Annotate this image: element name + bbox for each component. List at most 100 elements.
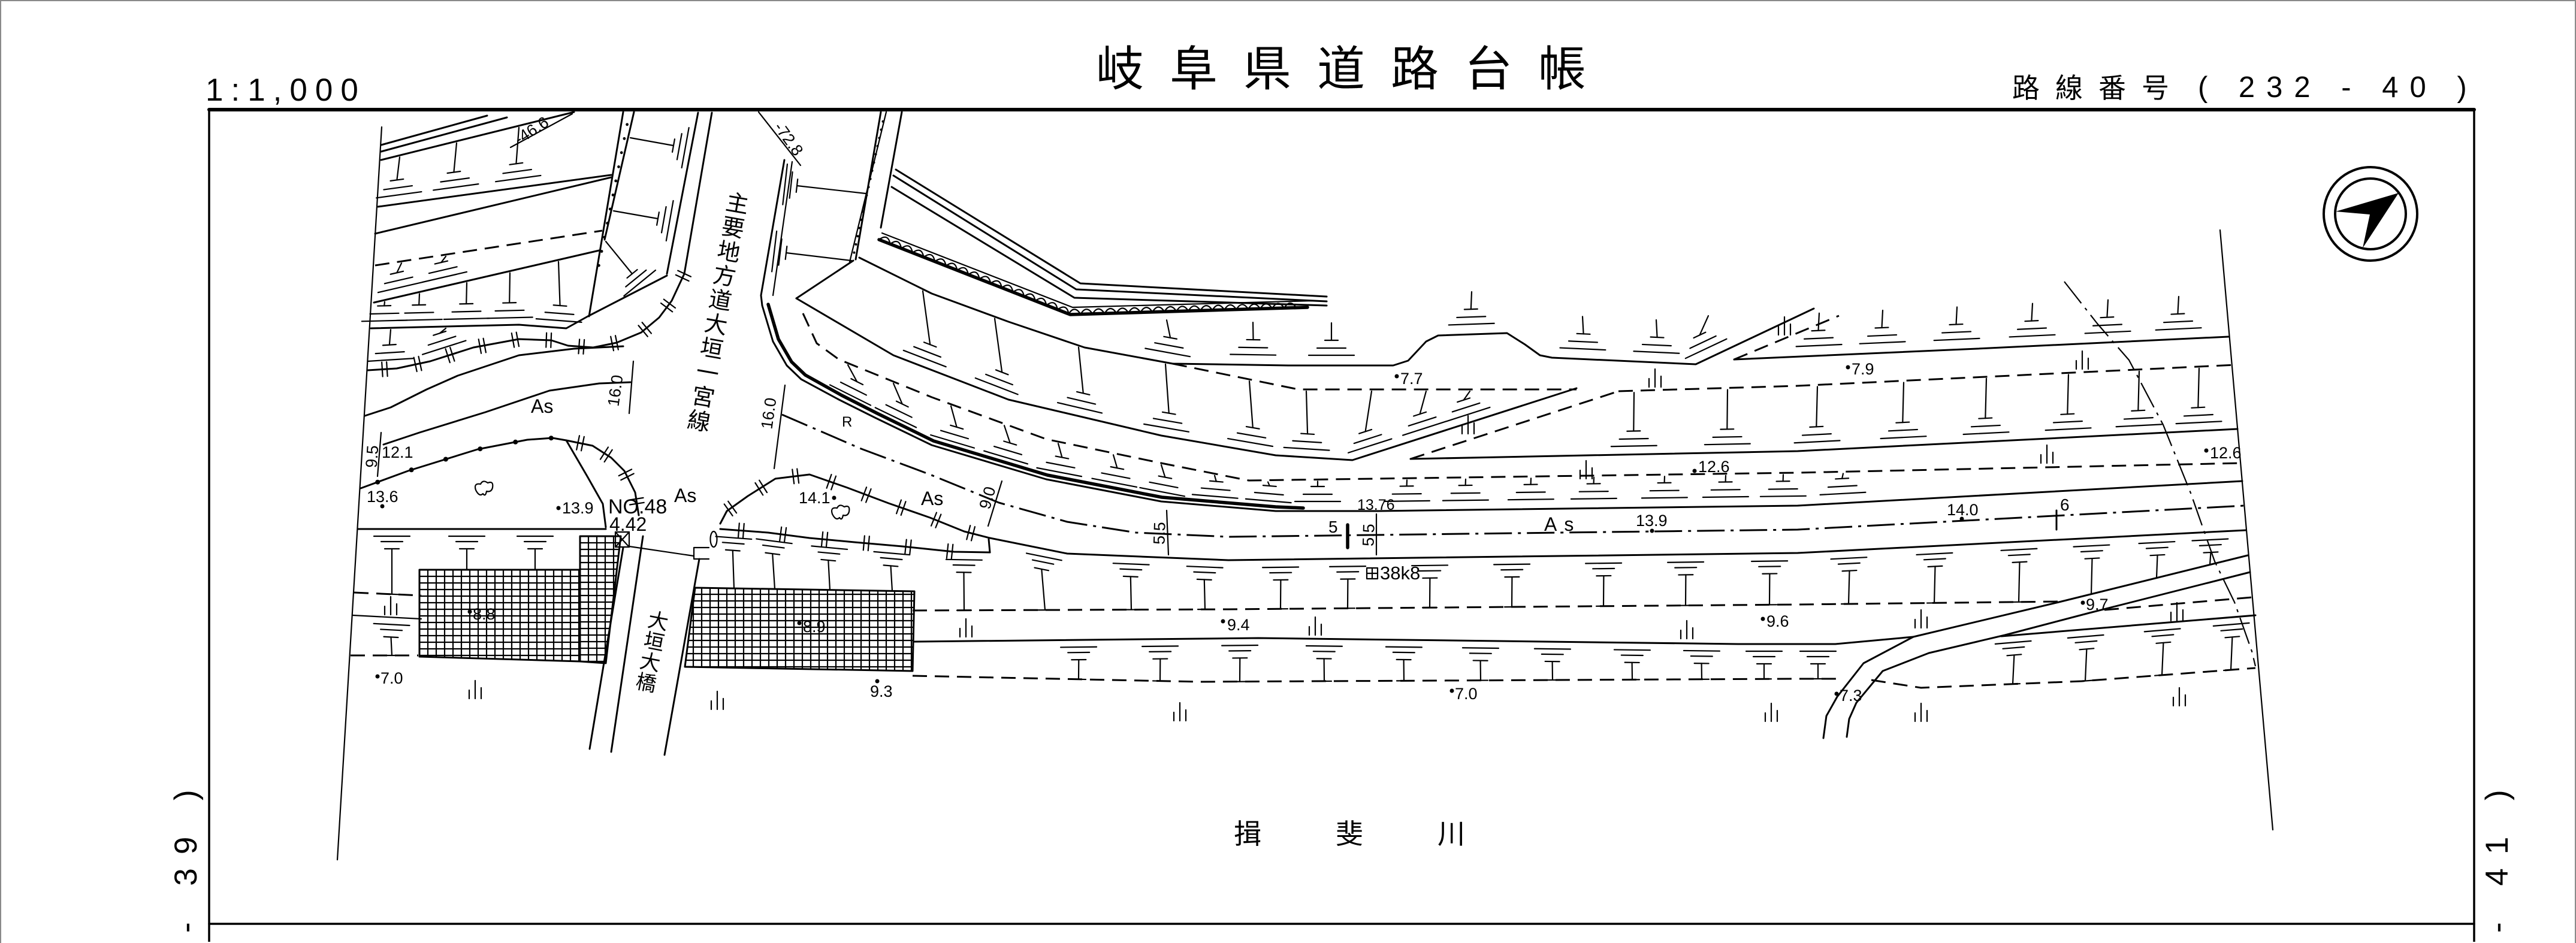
slope-symbol-hatch — [1746, 651, 1782, 664]
grass-icon — [2173, 688, 2185, 706]
slope-symbol-icon — [1995, 641, 2033, 684]
slope-symbol-hatch-line — [2152, 634, 2173, 636]
slope-symbol-hatch — [1586, 563, 1621, 576]
wall-dot — [873, 161, 875, 164]
slope-symbol-icon — [375, 157, 422, 198]
slope-symbol-hatch — [873, 552, 910, 567]
elevation-point-icon — [2081, 601, 2085, 605]
grass-icon — [1309, 617, 1321, 635]
grass-icon — [1649, 369, 1661, 387]
slope-symbol-hatch — [1611, 431, 1656, 447]
fence-post — [583, 340, 584, 354]
slope-symbol-icon — [449, 536, 485, 570]
slope-symbol-hatch-line — [2085, 331, 2131, 334]
slope-symbol-icon — [2145, 628, 2182, 675]
slope-symbol-hatch — [1535, 649, 1571, 662]
slope-symbol-hatch — [1703, 482, 1748, 497]
slope-symbol-stem — [797, 186, 866, 194]
slope-symbol-hatch — [1962, 417, 2009, 434]
slope-symbol-hatch-line — [1934, 338, 1980, 340]
elevation-label: 7.9 — [1852, 360, 1874, 378]
slope-symbol-crossbar — [1457, 398, 1470, 402]
slope-symbol-crossbar — [2131, 410, 2145, 411]
slope-symbol-stem — [614, 211, 658, 219]
hedge-dot — [478, 446, 482, 451]
grass-icon — [385, 597, 397, 615]
slope-symbol-icon — [1934, 307, 1980, 341]
slope-symbol-hatch-line — [2146, 548, 2168, 549]
slope-symbol-crossbar — [391, 179, 404, 181]
slope-symbol-stem — [1816, 386, 1817, 427]
slope-symbol-crossbar — [433, 331, 446, 336]
slope-symbol-hatch-line — [444, 318, 490, 319]
slope-symbol-stem — [606, 241, 632, 274]
slope-symbol-hatch-line — [1263, 567, 1298, 568]
width-dimension-label: 16.0 — [604, 374, 626, 407]
slope-symbol-hatch — [2001, 549, 2037, 563]
fence-post — [905, 540, 906, 554]
slope-symbol-crossbar — [1263, 485, 1276, 486]
slope-symbol-stem — [2031, 304, 2033, 321]
slope-symbol-icon — [606, 241, 656, 296]
slope-symbol-hatch-line — [1705, 444, 1750, 445]
slope-symbol-hatch-line — [1828, 486, 1857, 488]
slope-symbol-hatch-line — [385, 277, 413, 284]
slope-symbol-stem — [891, 566, 893, 591]
slope-symbol-crossbar — [1464, 309, 1478, 310]
slope-symbol-hatch — [2139, 542, 2175, 556]
slope-symbol-hatch-line — [1760, 496, 1806, 497]
slope-symbol-stem — [786, 253, 851, 261]
slope-symbol-stem — [1956, 307, 1958, 325]
slope-symbol-icon — [755, 539, 792, 589]
slope-symbol-icon — [361, 302, 407, 322]
slope-symbol-icon — [1263, 567, 1298, 609]
slope-symbol-hatch-line — [1113, 563, 1149, 564]
slope-symbol-hatch-line — [2213, 623, 2249, 626]
slope-symbol-hatch — [1642, 482, 1687, 498]
elevation-label: 9.4 — [1227, 616, 1250, 634]
slope-symbol-hatch — [715, 536, 751, 551]
elevation-label: 7.3 — [1840, 687, 1862, 705]
embankment-line — [378, 175, 611, 207]
slope-symbol-hatch-line — [1995, 641, 2031, 644]
slope-symbol-foot — [1071, 679, 1086, 680]
slope-symbol-crossbar — [448, 171, 461, 173]
slope-symbol-hatch — [1995, 641, 2033, 657]
elevation-label: 14.1 — [799, 489, 831, 507]
slope-symbol-hatch — [1800, 651, 1836, 664]
slope-symbol-hatch-line — [1348, 439, 1391, 453]
fence-post — [868, 536, 869, 551]
slope-symbol-icon — [1494, 564, 1530, 607]
slope-symbol-stem — [1167, 320, 1170, 338]
slope-symbol-hatch — [1386, 647, 1422, 660]
wall-dot — [597, 264, 600, 267]
slope-symbol-icon — [487, 273, 533, 319]
slope-symbol-icon — [375, 263, 422, 292]
embankment-line — [353, 615, 421, 619]
hedge-dot — [443, 457, 448, 462]
slope-symbol-icon — [2155, 297, 2201, 330]
width-dimension-label: 5.5 — [1359, 524, 1378, 547]
scale-label: 1:1,000 — [206, 74, 366, 106]
fence-line — [720, 474, 990, 538]
slope-symbol-hatch-line — [2176, 421, 2222, 424]
slope-symbol-hatch-line — [1711, 489, 1740, 490]
slope-symbol-hatch-line — [1443, 500, 1488, 501]
slope-symbol-icon — [1222, 645, 1258, 682]
slope-symbol-icon — [1668, 562, 1704, 606]
slope-symbol-hatch-line — [1192, 494, 1238, 498]
slope-symbol-stem — [1249, 381, 1253, 428]
slope-symbol-hatch-line — [1560, 348, 1605, 350]
slope-symbol-icon — [1113, 563, 1149, 609]
utility-pole-icon — [711, 531, 717, 547]
slope-symbol-hatch — [1916, 553, 1953, 567]
slope-symbol-icon — [1192, 476, 1239, 498]
slope-symbol-icon — [1092, 455, 1139, 487]
slope-symbol-hatch-line — [2192, 539, 2228, 540]
slope-symbol-hatch-line — [1795, 440, 1840, 443]
slope-symbol-stem — [772, 554, 775, 589]
hedge-dot — [549, 436, 554, 440]
wall-dot — [626, 123, 629, 126]
revetment-line — [896, 170, 1327, 297]
slope-symbol-hatch — [2145, 628, 2182, 644]
